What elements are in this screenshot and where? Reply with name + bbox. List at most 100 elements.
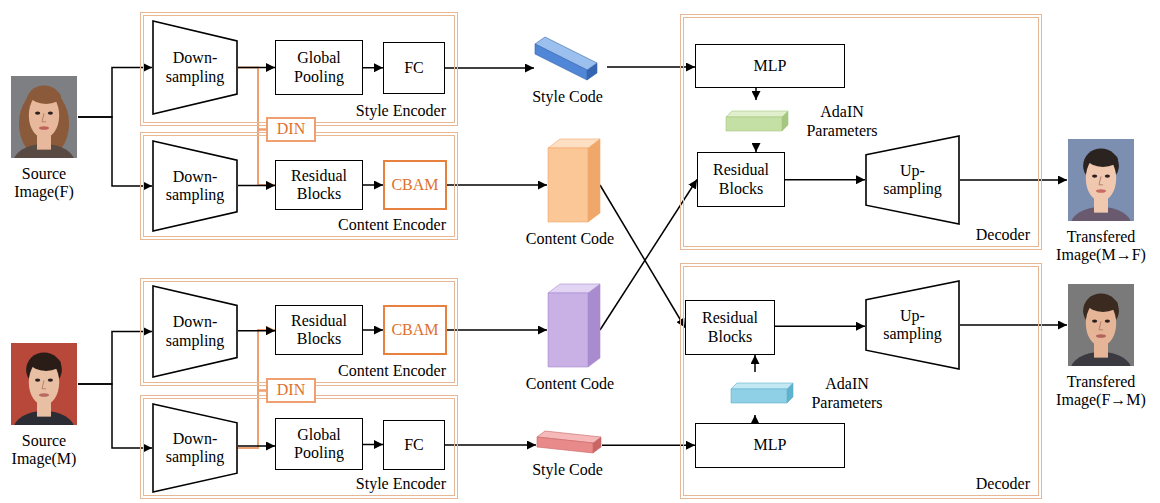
flow-arrow: [363, 444, 383, 446]
flow-arrow: [445, 444, 536, 446]
tensor-face: [537, 437, 593, 453]
face-photo-image: [11, 343, 77, 425]
tensor-face: [548, 139, 600, 148]
nose: [42, 380, 46, 388]
node-label: Residual Blocks: [276, 167, 362, 204]
node-label: Residual Blocks: [276, 312, 362, 349]
trapezoid-shape: [866, 136, 959, 224]
din-connector: [238, 68, 266, 130]
din-connector: [238, 391, 266, 449]
trapezoid-shape: [153, 141, 237, 231]
node-label: Source Image(M): [5, 432, 83, 469]
tensor-face: [726, 117, 782, 131]
module-group: Down- samplingResidual BlocksCBAMContent…: [140, 132, 458, 240]
din-box: DIN: [266, 117, 316, 142]
mouth: [1096, 334, 1106, 338]
node-label: CBAM: [391, 176, 438, 194]
tensor-face: [588, 139, 600, 222]
attention-box: CBAM: [383, 160, 447, 210]
node-label: Down- sampling: [160, 49, 230, 86]
module-group: Down- samplingResidual BlocksCBAMContent…: [140, 278, 458, 386]
sampling-block: Down- sampling: [152, 403, 238, 493]
face-photo: Source Image(M): [5, 343, 83, 469]
nose: [1099, 321, 1103, 329]
flow-arrow: [447, 329, 547, 331]
node-label: Transfered Image(M→F): [1045, 228, 1157, 265]
module-group: MLP AdaIN ParametersResidual Blocks Up- sa…: [680, 14, 1042, 250]
code-tensor: Content Code: [522, 279, 618, 393]
eye: [35, 111, 40, 114]
eye: [48, 111, 53, 114]
code-tensor-shape: [525, 26, 610, 84]
attention-box: CBAM: [383, 305, 447, 355]
process-box: Residual Blocks: [275, 160, 363, 210]
adain-tensor: AdaIN Parameters: [722, 100, 888, 143]
adain-tensor: AdaIN Parameters: [727, 372, 893, 415]
mouth: [39, 393, 49, 397]
node-label: Content Code: [522, 375, 618, 393]
adain-tensor-shape: [727, 379, 797, 409]
trapezoid-shape: [153, 21, 237, 114]
node-label: FC: [404, 436, 424, 454]
node-label: Up- sampling: [878, 162, 948, 199]
node-label: Down- sampling: [160, 430, 230, 467]
trapezoid-shape: [153, 286, 237, 377]
tensor-face: [548, 284, 600, 293]
photo-background: [1068, 139, 1134, 221]
sampling-block: Down- sampling: [152, 20, 238, 115]
node-label: Source Image(F): [5, 165, 83, 202]
tensor-face: [535, 44, 587, 80]
flow-arrow: [363, 184, 383, 186]
eye: [48, 378, 53, 381]
node-label: Down- sampling: [160, 168, 230, 205]
flow-arrow: [238, 185, 275, 187]
flow-arrow: [363, 329, 383, 331]
eye: [1105, 174, 1110, 177]
node-label: Global Pooling: [276, 49, 362, 86]
group-label: Style Encoder: [356, 475, 446, 493]
tensor-face: [731, 383, 793, 389]
flow-arrow: [238, 445, 275, 447]
eye: [1092, 174, 1097, 177]
flow-arrow: [775, 326, 865, 328]
node-label: Down- sampling: [160, 313, 230, 350]
sampling-block: Up- sampling: [865, 280, 960, 370]
node-label: MLP: [754, 57, 787, 75]
nose: [1099, 176, 1103, 184]
face-photo-image: [1068, 139, 1134, 221]
trapezoid-shape: [866, 281, 959, 369]
face-photo-image: [1068, 284, 1134, 366]
process-box: Residual Blocks: [697, 152, 785, 207]
node-label: Content Code: [522, 230, 618, 248]
node-label: MLP: [754, 436, 787, 454]
module-group: Down- sampling Global Pooling FC Style Enco…: [140, 395, 458, 499]
node-label: AdaIN Parameters: [796, 103, 888, 140]
code-tensor: Style Code: [525, 26, 610, 106]
code-tensor-shape: [522, 134, 618, 226]
module-group: Down- samplingGlobal PoolingFCStyle Enco…: [140, 12, 458, 126]
node-label: Up- sampling: [878, 307, 948, 344]
sampling-block: Down- sampling: [152, 285, 238, 378]
node-label: Transfered Image(F→M): [1045, 373, 1157, 410]
flow-arrow: [755, 88, 757, 100]
fringe: [31, 89, 61, 104]
code-tensor: Content Code: [522, 134, 618, 248]
din-box: DIN: [266, 378, 316, 403]
process-box: FC: [383, 420, 445, 470]
process-box: Global Pooling: [275, 40, 363, 95]
process-box: FC: [383, 42, 445, 94]
fringe: [1088, 152, 1118, 167]
flow-arrow: [445, 67, 534, 69]
tensor-face: [726, 111, 788, 117]
node-label: CBAM: [391, 321, 438, 339]
photo-background: [11, 343, 77, 425]
process-box: Residual Blocks: [275, 305, 363, 355]
node-label: Global Pooling: [276, 426, 362, 463]
fringe: [1088, 297, 1118, 312]
adain-tensor-shape: [722, 107, 792, 137]
flow-arrow: [755, 143, 757, 152]
flow-arrow: [600, 185, 685, 328]
photo-background: [1068, 284, 1134, 366]
sampling-block: Up- sampling: [865, 135, 960, 225]
